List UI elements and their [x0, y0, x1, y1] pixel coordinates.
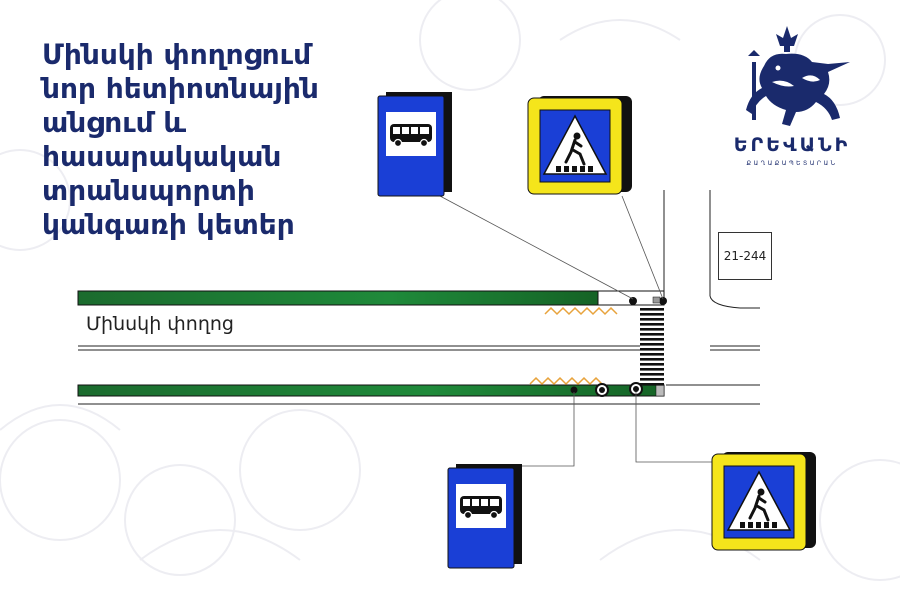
crosswalk — [640, 308, 664, 386]
zigzag-bottom — [529, 376, 603, 386]
crosswalk-stripe — [640, 358, 664, 361]
pedestrian-icon — [556, 132, 593, 172]
crosswalk-stripe — [640, 308, 664, 311]
crosswalk-stripe — [640, 318, 664, 321]
bus-stop-sign-bottom — [447, 464, 522, 569]
road-lines — [78, 190, 760, 405]
title-line: հասարակական — [42, 140, 282, 173]
crosswalk-stripe — [640, 338, 664, 341]
crosswalk-stripe — [640, 328, 664, 331]
leader-lines — [439, 195, 716, 467]
city-name: ԵՐԵՎԱՆԻ — [733, 134, 851, 156]
sign-poles — [570, 296, 667, 397]
crosswalk-stripe — [640, 363, 664, 366]
title-line: կանգառի կետեր — [42, 208, 295, 241]
title-line: նոր հետիոտնային — [42, 72, 319, 105]
page-title: Մինսկի փողոցում նոր հետիոտնային անցում և… — [42, 38, 372, 242]
curb-bottom — [655, 384, 665, 397]
crosswalk-stripe — [640, 378, 664, 381]
zigzag-top — [544, 306, 618, 316]
bus-stop-sign-top — [377, 92, 452, 197]
title-line: Մինսկի փողոցում — [42, 38, 312, 71]
pedestrian-icon — [740, 488, 777, 528]
crosswalk-stripe — [640, 333, 664, 336]
city-hall-label: ՔԱՂԱՔԱՊԵՏԱՐԱՆ — [746, 160, 838, 167]
crosswalk-stripe — [640, 343, 664, 346]
pedestrian-crossing-sign-bottom — [711, 452, 816, 551]
title-line: տրանսպորտի — [42, 174, 255, 207]
crosswalk-stripe — [640, 368, 664, 371]
crosswalk-stripe — [640, 313, 664, 316]
street-label: Մինսկի փողոց — [86, 313, 234, 335]
crosswalk-stripe — [640, 383, 664, 386]
crosswalk-stripe — [640, 323, 664, 326]
yerevan-lion-logo-icon — [746, 26, 850, 126]
crosswalk-stripe — [640, 348, 664, 351]
crosswalk-stripe — [640, 373, 664, 376]
background-pattern — [0, 0, 900, 581]
green-strip-top — [77, 290, 599, 306]
crosswalk-stripe — [640, 353, 664, 356]
title-line: անցում և — [42, 106, 187, 139]
bus-icon — [390, 124, 432, 148]
building-number: 21-244 — [718, 232, 772, 280]
pedestrian-crossing-sign-top — [527, 96, 632, 195]
bus-icon — [460, 496, 502, 520]
